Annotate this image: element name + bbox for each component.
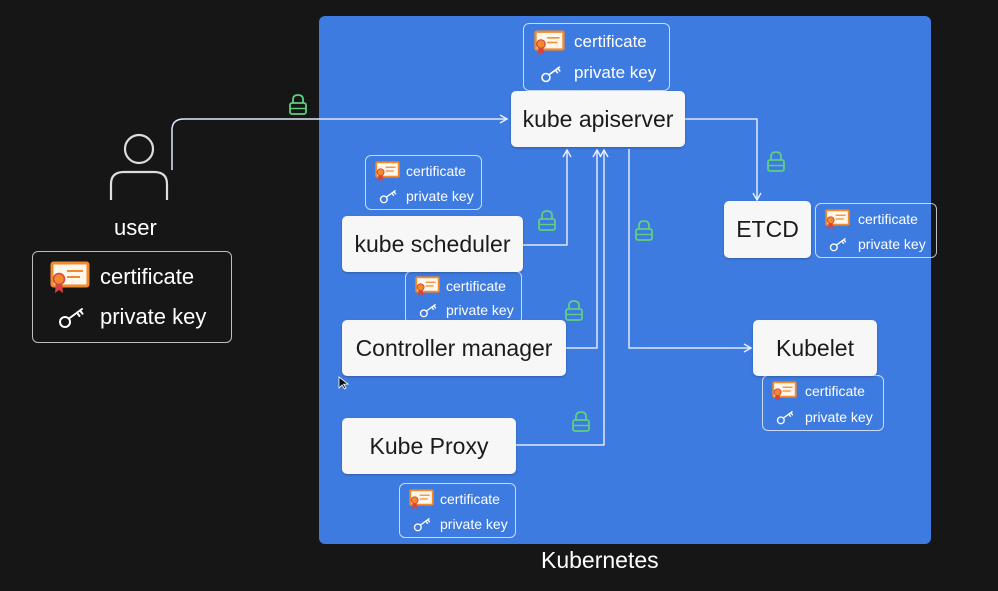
kube-scheduler-box: kube scheduler	[342, 216, 523, 272]
certificate-icon	[772, 380, 797, 402]
key-icon	[379, 188, 398, 204]
controller-manager-box: Controller manager	[342, 320, 566, 376]
user-credentials: certificate private key	[32, 251, 232, 343]
certificate-label: certificate	[440, 490, 500, 507]
lock-icon	[570, 410, 592, 437]
private-key-label: private key	[805, 408, 873, 425]
controller-credentials: certificate private key	[405, 271, 522, 324]
private-key-label: private key	[440, 515, 508, 532]
key-icon	[540, 64, 563, 83]
mouse-cursor-icon	[338, 376, 350, 395]
certificate-label: certificate	[858, 210, 918, 227]
private-key-label: private key	[858, 235, 926, 252]
lock-icon	[563, 299, 585, 326]
lock-icon	[287, 93, 309, 120]
certificate-icon	[50, 260, 90, 294]
kubelet-credentials: certificate private key	[762, 375, 884, 431]
key-icon	[776, 409, 795, 425]
key-icon	[829, 236, 848, 252]
certificate-icon	[415, 275, 440, 297]
private-key-label: private key	[574, 63, 657, 82]
user-icon	[104, 132, 176, 209]
certificate-label: certificate	[100, 264, 195, 289]
key-icon	[58, 305, 86, 329]
etcd-credentials: certificate private key	[815, 203, 937, 258]
private-key-label: private key	[446, 301, 514, 318]
certificate-icon	[375, 160, 400, 182]
key-icon	[413, 516, 432, 532]
scheduler-credentials: certificate private key	[365, 155, 482, 210]
certificate-label: certificate	[574, 32, 647, 51]
certificate-label: certificate	[805, 382, 865, 399]
proxy-credentials: certificate private key	[399, 483, 516, 538]
lock-icon	[765, 150, 787, 177]
kube-proxy-box: Kube Proxy	[342, 418, 516, 474]
kubelet-box: Kubelet	[753, 320, 877, 376]
key-icon	[419, 302, 438, 318]
kube-apiserver-box: kube apiserver	[511, 91, 685, 147]
kubernetes-label: Kubernetes	[541, 547, 659, 573]
lock-icon	[536, 209, 558, 236]
certificate-icon	[825, 208, 850, 230]
lock-icon	[633, 219, 655, 246]
user-label: user	[114, 215, 157, 240]
certificate-label: certificate	[406, 162, 466, 179]
certificate-label: certificate	[446, 277, 506, 294]
private-key-label: private key	[406, 187, 474, 204]
private-key-label: private key	[100, 304, 207, 329]
certificate-icon	[534, 29, 565, 56]
etcd-box: ETCD	[724, 201, 811, 258]
apiserver-credentials: certificate private key	[523, 23, 670, 91]
certificate-icon	[409, 488, 434, 510]
